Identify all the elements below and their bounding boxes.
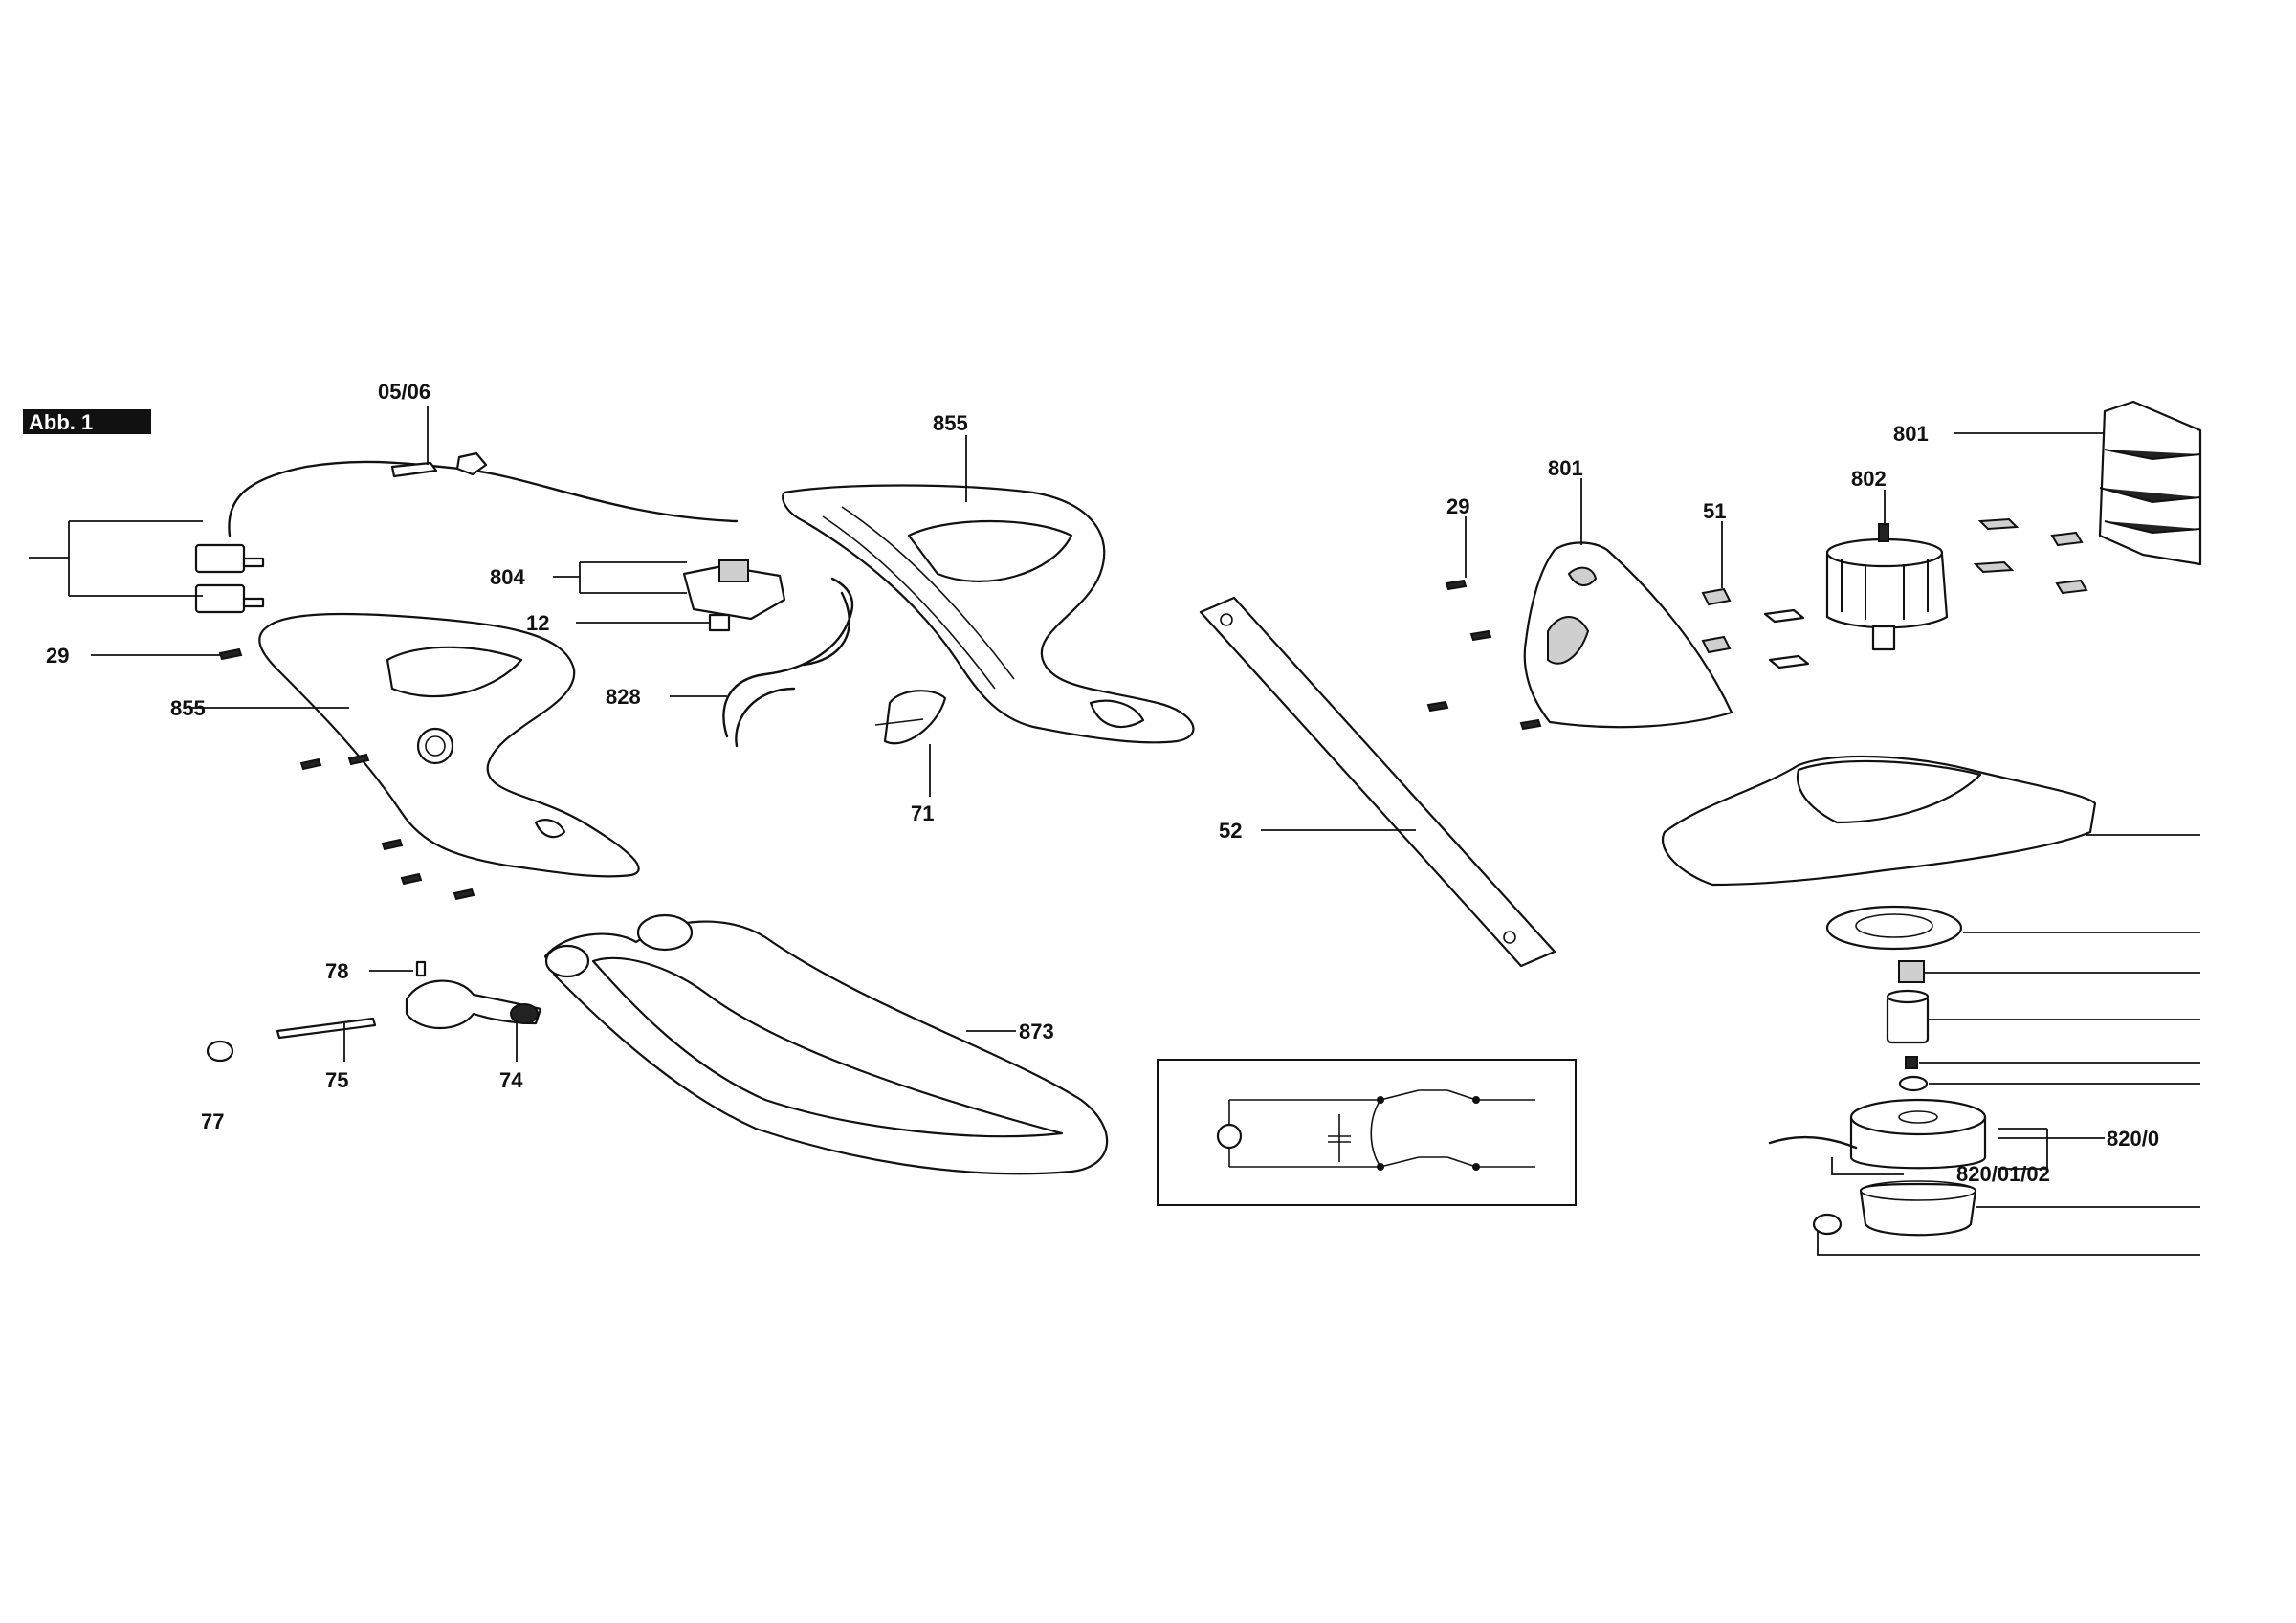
- label-brush-block: 51: [1703, 499, 1726, 523]
- label-spool-assembly: 820/01/02: [1956, 1162, 2050, 1186]
- label-handle-half-top: 855: [933, 411, 968, 435]
- small-parts: 78 75 74 77: [201, 959, 542, 1133]
- label-bow-handle: 873: [1019, 1020, 1054, 1043]
- screws-left-group: 29: [46, 644, 475, 901]
- wiring-schematic: [1157, 1059, 1577, 1206]
- label-handle-half-left: 855: [170, 696, 206, 720]
- label-switch-spring: 12: [526, 611, 549, 635]
- label-lever-74: 74: [499, 1068, 523, 1092]
- tube: 52: [1199, 596, 1556, 968]
- brush-blocks: 51: [1701, 499, 1810, 669]
- figure-tag: Abb. 1: [23, 409, 151, 434]
- label-switch: 804: [490, 565, 525, 589]
- spool-cap: [1812, 1180, 2200, 1256]
- motor-housing-group: 29 801: [1426, 456, 1733, 731]
- label-tube: 52: [1219, 819, 1242, 843]
- figure-tag-text: Abb. 1: [29, 410, 93, 434]
- spool-assembly: 820/01/02 820/0: [1768, 1098, 2159, 1186]
- label-cable: 05/06: [378, 380, 430, 404]
- guard-hood: [1662, 755, 2200, 887]
- label-cap-77: 77: [201, 1109, 224, 1133]
- label-screw-left: 29: [46, 644, 69, 668]
- label-screw-top: 29: [1446, 494, 1469, 518]
- label-clip: 71: [911, 801, 934, 825]
- bow-handle: 873: [543, 913, 1109, 1175]
- motor-housing-top: 801: [1893, 400, 2202, 566]
- switch-assembly: 804 12: [490, 559, 786, 635]
- internal-wire: 828: [606, 577, 854, 748]
- motor: 802: [1825, 467, 2088, 651]
- spool-stack: [1825, 905, 2200, 1092]
- label-motor-housing-top: 801: [1893, 422, 1929, 446]
- label-spool-assembly-cut: 820/0: [2107, 1127, 2159, 1151]
- handle-half-right: 855: [782, 411, 1195, 744]
- handle-half-left: 855: [170, 612, 640, 878]
- label-screw-78: 78: [325, 959, 348, 983]
- label-motor: 802: [1851, 467, 1887, 491]
- mains-cable: 05/06: [29, 380, 739, 614]
- clip: 71: [874, 690, 947, 825]
- label-motor-housing-mid: 801: [1548, 456, 1583, 480]
- label-internal-wire: 828: [606, 685, 641, 709]
- label-pin-75: 75: [325, 1068, 348, 1092]
